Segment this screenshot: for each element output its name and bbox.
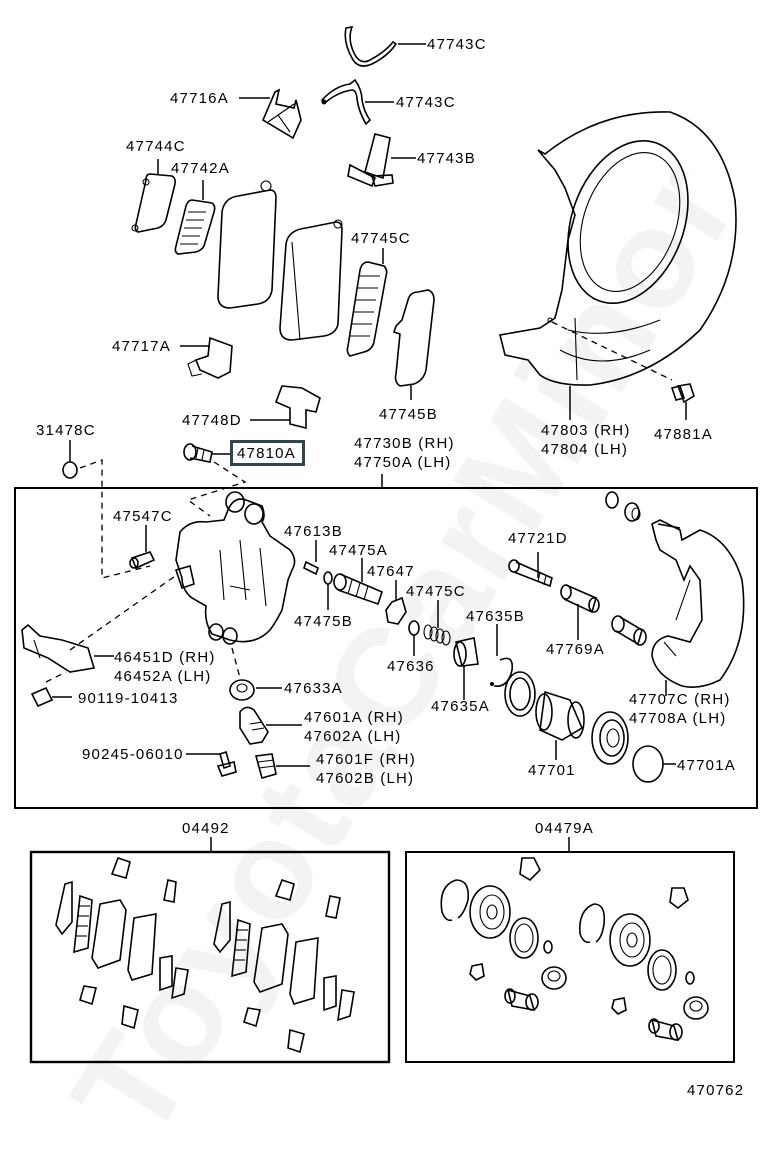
clip-47717A — [180, 336, 233, 379]
ring-47475B — [323, 571, 333, 610]
shim-47743B — [347, 133, 416, 188]
callout-47602A: 47602A (LH) — [304, 728, 402, 745]
seal-ring — [504, 671, 536, 717]
bolt-47881A — [670, 383, 695, 420]
callout-47744C[interactable]: 47744C — [126, 138, 186, 155]
piston-47701 — [535, 690, 585, 760]
pin-47769A — [560, 584, 600, 640]
callout-90119-10413[interactable]: 90119-10413 — [78, 690, 179, 707]
nut-47635A — [453, 637, 479, 700]
cap-31478C — [62, 440, 151, 579]
callout-47636[interactable]: 47636 — [387, 658, 435, 675]
washer-47636 — [408, 620, 420, 656]
caliper-body — [174, 491, 296, 645]
bleeder-47601A — [239, 706, 302, 745]
clip-47748D — [250, 385, 321, 430]
brake-pad-inner — [217, 180, 277, 309]
parts-diagram-drawing — [14, 25, 758, 1064]
pad-kit-04492-contents — [55, 856, 355, 1054]
clip-47743C-lower — [320, 78, 394, 126]
shim-47744C — [131, 159, 176, 233]
seal-47701 — [591, 711, 629, 765]
callout-47635A[interactable]: 47635A — [431, 698, 490, 715]
callout-47750A: 47750A (LH) — [354, 454, 452, 471]
bolt-90119-10413 — [30, 686, 72, 708]
shim-47745B — [392, 289, 435, 400]
callout-04492-pad-kit[interactable]: 04492 — [182, 820, 230, 837]
callout-47745C[interactable]: 47745C — [351, 230, 411, 247]
callout-47601A-47602A[interactable]: 47601A (RH) 47602A (LH) — [304, 708, 404, 746]
bolt-90245-06010 — [186, 750, 237, 777]
callout-46452A: 46452A (LH) — [114, 668, 212, 685]
callout-47601A: 47601A (RH) — [304, 709, 404, 726]
bracket-46451D — [21, 573, 179, 683]
callout-47707C: 47707C (RH) — [629, 691, 731, 708]
callout-47730B-47750A[interactable]: 47730B (RH) 47750A (LH) — [354, 434, 455, 472]
dust-cover-47803 — [499, 111, 737, 420]
callout-47743C-lower[interactable]: 47743C — [396, 94, 456, 111]
callout-47803: 47803 (RH) — [541, 422, 631, 439]
pin-47613B — [303, 540, 319, 576]
callout-47707C-47708A[interactable]: 47707C (RH) 47708A (LH) — [629, 690, 731, 728]
callout-47647[interactable]: 47647 — [367, 563, 415, 580]
sleeve-47601F — [254, 753, 310, 779]
callout-04479A-seal-kit[interactable]: 04479A — [535, 820, 594, 837]
callout-90245-06010[interactable]: 90245-06010 — [82, 746, 184, 763]
callout-47701A[interactable]: 47701A — [677, 757, 736, 774]
callout-47745B[interactable]: 47745B — [379, 406, 438, 423]
callout-47475B[interactable]: 47475B — [294, 613, 353, 630]
clip-47716A — [239, 88, 302, 140]
seal-kit-04479A-contents — [440, 857, 709, 1042]
callout-47633A[interactable]: 47633A — [284, 680, 343, 697]
callout-47701[interactable]: 47701 — [528, 762, 576, 779]
callout-47881A[interactable]: 47881A — [654, 426, 713, 443]
bolt-47810A — [183, 443, 247, 517]
bleeder-47547C — [129, 525, 156, 570]
callout-47803-47804[interactable]: 47803 (RH) 47804 (LH) — [541, 421, 631, 459]
spring-47475C — [423, 600, 451, 646]
callout-47717A[interactable]: 47717A — [112, 338, 171, 355]
bolt-47721D — [508, 552, 553, 588]
callout-47475C[interactable]: 47475C — [406, 583, 466, 600]
clip-47743C-upper — [344, 25, 426, 67]
callout-47743C-upper[interactable]: 47743C — [427, 36, 487, 53]
boot-top-1 — [605, 491, 641, 522]
o-ring-47701A — [632, 745, 676, 783]
callout-47547C[interactable]: 47547C — [113, 508, 173, 525]
callout-47613B[interactable]: 47613B — [284, 523, 343, 540]
callout-47602B: 47602B (LH) — [316, 770, 415, 787]
mounting-47707C — [651, 519, 745, 696]
callout-47730B: 47730B (RH) — [354, 435, 455, 452]
callout-47601F: 47601F (RH) — [316, 751, 416, 768]
callout-47721D[interactable]: 47721D — [508, 530, 568, 547]
shim-47742A — [174, 180, 216, 255]
callout-47475A[interactable]: 47475A — [329, 542, 388, 559]
snap-ring-47635B — [490, 624, 514, 687]
brake-pad-outer — [279, 219, 343, 341]
callout-46451D-46452A[interactable]: 46451D (RH) 46452A (LH) — [114, 648, 216, 686]
callout-47708A: 47708A (LH) — [629, 710, 727, 727]
callout-47635B[interactable]: 47635B — [466, 608, 525, 625]
callout-47716A[interactable]: 47716A — [170, 90, 229, 107]
callout-31478C[interactable]: 31478C — [36, 422, 96, 439]
callout-47743B[interactable]: 47743B — [417, 150, 476, 167]
shaft-47475A — [333, 558, 383, 606]
diagram-code: 470762 — [687, 1082, 745, 1099]
guide-pin-boot — [611, 615, 647, 646]
callout-47769A[interactable]: 47769A — [546, 641, 605, 658]
shim-47745C — [346, 248, 388, 357]
boot-47633A — [229, 647, 282, 701]
plate-47647 — [385, 580, 407, 625]
callout-47810A-highlighted[interactable]: 47810A — [230, 440, 305, 466]
callout-47742A[interactable]: 47742A — [171, 160, 230, 177]
callout-47804: 47804 (LH) — [541, 441, 629, 458]
callout-47748D[interactable]: 47748D — [182, 412, 242, 429]
callout-47601F-47602B[interactable]: 47601F (RH) 47602B (LH) — [316, 750, 416, 788]
callout-46451D: 46451D (RH) — [114, 649, 216, 666]
